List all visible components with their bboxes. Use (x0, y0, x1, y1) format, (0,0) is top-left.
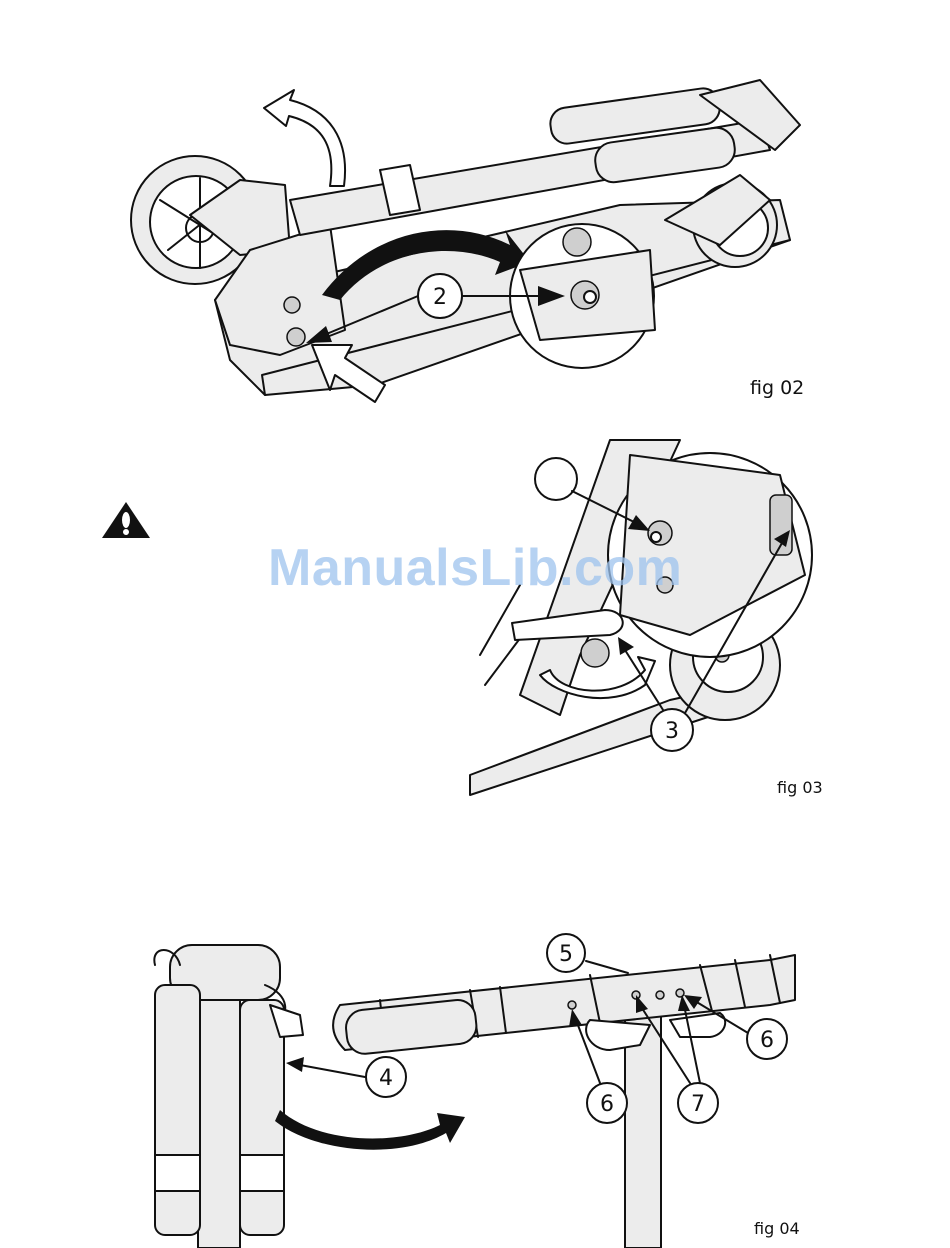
stem-tube (198, 965, 240, 1248)
figure-caption: fig 04 (754, 1219, 800, 1238)
callout-label: 4 (379, 1066, 393, 1091)
callout-circle (535, 458, 577, 500)
curved-arrow-icon (275, 1110, 465, 1150)
figure-03: 3 fig 03 (460, 435, 840, 805)
callout-label: 6 (600, 1092, 614, 1117)
latch-pin (287, 328, 305, 346)
callout-label: 5 (559, 942, 573, 967)
clamp-lever (512, 610, 623, 640)
callout-label: 2 (433, 285, 447, 310)
knob (284, 297, 300, 313)
watermark: ManualsLib.com (268, 538, 682, 598)
figure-caption: fig 02 (750, 377, 804, 399)
figure-04: 4 5 6 6 7 fig 04 (0, 925, 950, 1248)
rotate-arrow-icon (264, 90, 345, 186)
callout-label: 6 (760, 1028, 774, 1053)
figure-02: 2 fig 02 (0, 0, 950, 420)
figure-caption: fig 03 (777, 778, 823, 797)
callout-label: 7 (691, 1092, 705, 1117)
grip-left (155, 985, 200, 1235)
callout-label: 3 (665, 719, 679, 744)
figure-04-drawing: 4 5 6 6 7 (0, 925, 950, 1248)
warning-triangle-icon (100, 500, 152, 540)
figure-02-drawing: 2 (0, 0, 950, 420)
figure-03-drawing: 3 (460, 435, 840, 805)
